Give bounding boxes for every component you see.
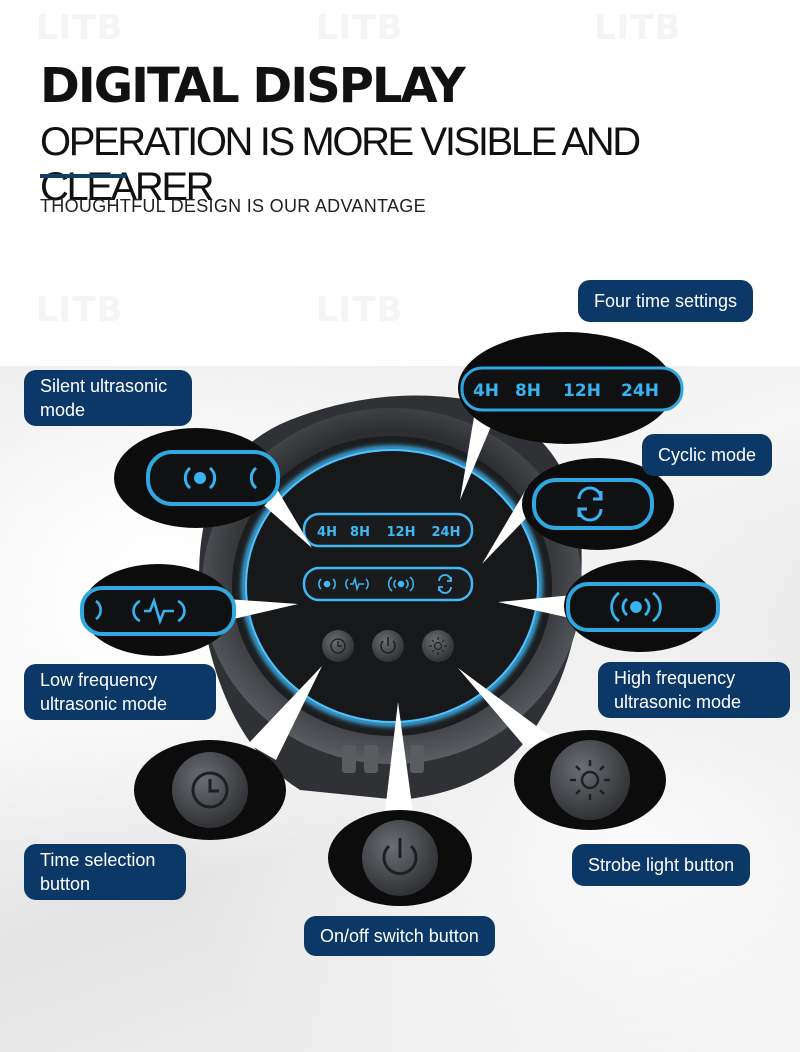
- zoom-time-12h: 12H: [563, 381, 601, 401]
- page-subtitle: OPERATION IS MORE VISIBLE AND CLEARER: [40, 120, 641, 209]
- watermark: LITB: [316, 290, 404, 330]
- callout-strobe-light-button: Strobe light button: [572, 844, 751, 886]
- callout-high-frequency-mode: High frequency ultrasonic mode: [598, 662, 790, 718]
- pointer-wedges: [212, 405, 588, 820]
- clock-icon: [191, 771, 229, 809]
- high-frequency-icon: [387, 576, 415, 592]
- zoom-bubble-power-button: [328, 810, 472, 906]
- zoom-bubble-cyclic-mode: [522, 458, 674, 550]
- watermark: LITB: [36, 8, 124, 48]
- time-panel: [302, 512, 474, 548]
- low-frequency-icon: [95, 597, 186, 625]
- zoom-bubble-low-frequency: [80, 564, 236, 656]
- zoom-bubble-time-settings: 4H 8H 12H 24H: [458, 332, 684, 444]
- high-frequency-icon: [610, 591, 662, 623]
- zoom-bubble-strobe-button: [514, 730, 666, 830]
- device-light-button[interactable]: [422, 630, 454, 662]
- cyclic-icon: [438, 574, 452, 594]
- zoom-bubble-time-button: [134, 740, 286, 840]
- callout-time-selection-button: Time selection button: [24, 844, 186, 900]
- callout-onoff-button: On/off switch button: [304, 916, 495, 956]
- zoom-bubble-high-frequency: [564, 560, 720, 652]
- power-icon: [382, 838, 418, 876]
- callout-low-frequency-mode: Low frequency ultrasonic mode: [24, 664, 216, 720]
- callout-cyclic-mode: Cyclic mode: [642, 434, 773, 476]
- callout-silent-mode: Silent ultrasonic mode: [24, 370, 192, 426]
- time-label-24h: 24H: [432, 525, 461, 540]
- zoom-time-8h: 8H: [515, 381, 541, 401]
- silent-mode-icon: [318, 578, 336, 590]
- watermark: LITB: [594, 8, 682, 48]
- strobe-light-icon: [570, 760, 610, 800]
- title-underline: [40, 174, 126, 178]
- device-power-button[interactable]: [372, 630, 404, 662]
- zoom-bubble-silent-mode: [114, 428, 280, 528]
- watermark: LITB: [36, 290, 124, 330]
- low-frequency-icon: [345, 576, 369, 592]
- zoom-time-24h: 24H: [621, 381, 659, 401]
- silent-mode-icon: [183, 466, 258, 490]
- tagline: THOUGHTFUL DESIGN IS OUR ADVANTAGE: [40, 196, 426, 216]
- zoom-time-4h: 4H: [473, 381, 499, 401]
- time-label-4h: 4H: [317, 525, 337, 540]
- cyclic-icon: [577, 486, 603, 522]
- page-title: DIGITAL DISPLAY: [40, 58, 466, 114]
- callout-four-time-settings: Four time settings: [578, 280, 754, 322]
- device-time-button[interactable]: [322, 630, 354, 662]
- time-label-12h: 12H: [387, 525, 416, 540]
- time-label-8h: 8H: [350, 525, 370, 540]
- watermark: LITB: [316, 8, 404, 48]
